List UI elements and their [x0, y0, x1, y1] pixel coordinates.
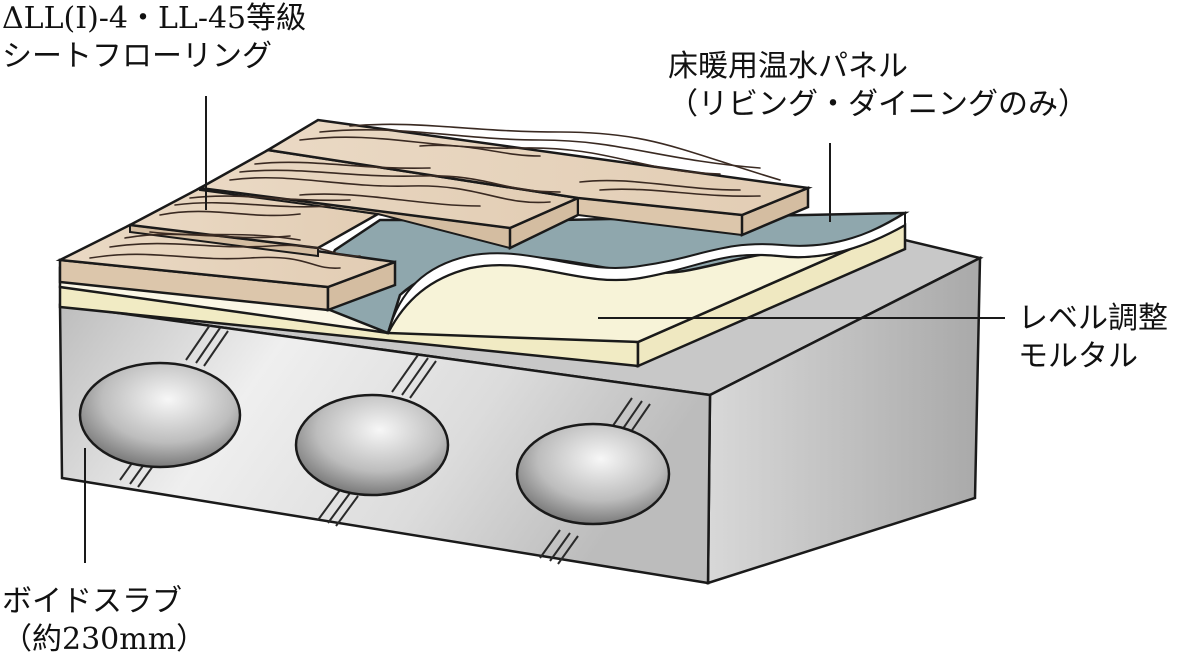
label-leveling-mortar: レベル調整 モルタル	[1018, 300, 1168, 376]
label-flooring-line1: ΔLL(Ⅰ)-4・LL-45等級	[2, 1, 307, 36]
void-hole-3	[515, 422, 671, 526]
label-flooring: ΔLL(Ⅰ)-4・LL-45等級 シートフローリング	[2, 0, 306, 76]
label-leveling-line2: モルタル	[1018, 339, 1138, 374]
label-flooring-line2: シートフローリング	[2, 39, 272, 74]
rebar-lines	[119, 324, 651, 565]
heating-panel-white-edge	[387, 211, 906, 334]
label-void-slab: ボイドスラブ （約230mm）	[2, 583, 206, 659]
wood-grain	[89, 123, 781, 269]
label-heating-line2: （リビング・ダイニングのみ）	[668, 87, 1088, 122]
label-slab-line1: ボイドスラブ	[2, 584, 182, 619]
void-hole-2	[294, 393, 450, 497]
label-slab-line2: （約230mm）	[2, 622, 207, 657]
label-leveling-line1: レベル調整	[1018, 301, 1168, 336]
label-heating-panel: 床暖用温水パネル （リビング・ダイニングのみ）	[668, 48, 1088, 124]
heating-panel-layer	[303, 211, 910, 335]
plank-4-top	[55, 223, 396, 289]
sheet-flooring	[55, 118, 813, 312]
label-heating-line1: 床暖用温水パネル	[668, 49, 908, 84]
leader-lines	[84, 96, 1005, 563]
void-hole-1	[78, 361, 242, 469]
void-slab	[58, 238, 984, 585]
